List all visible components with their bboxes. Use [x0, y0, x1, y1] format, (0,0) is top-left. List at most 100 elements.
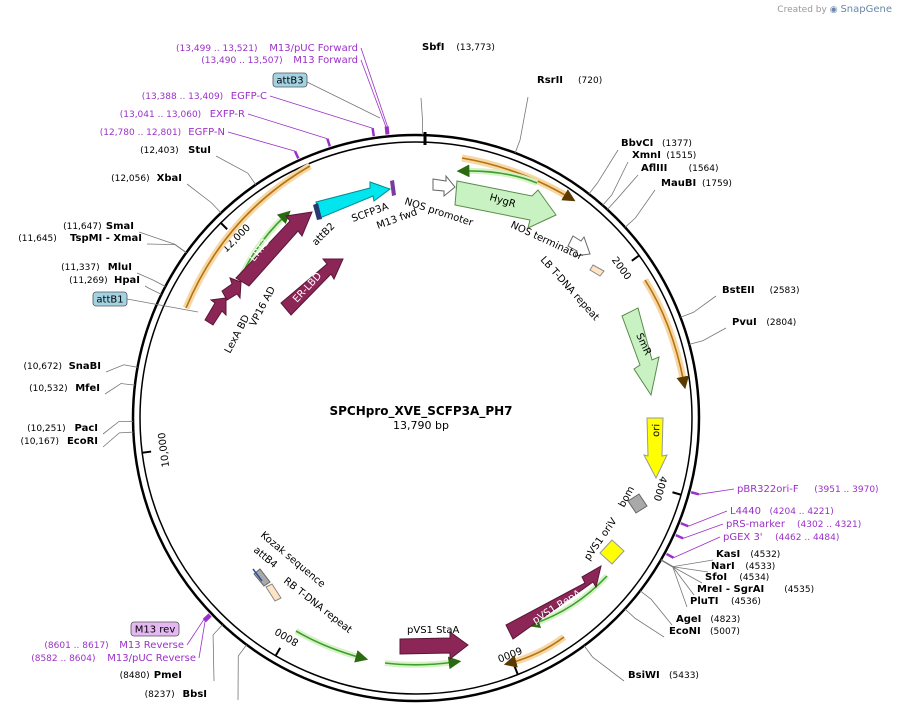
restriction-site[interactable]: AgeI(4823)	[676, 614, 740, 625]
restriction-site[interactable]: SnaBI(10,672)	[23, 361, 101, 372]
primer[interactable]: M13/pUC Forward(13,499 .. 13,521)	[176, 43, 358, 54]
boxed-feature-label[interactable]: M13 rev	[130, 621, 180, 637]
primer-bind-mark	[665, 552, 675, 559]
feature-nos-promoter[interactable]	[432, 174, 456, 198]
restriction-site[interactable]: BstEII(2583)	[722, 285, 800, 296]
restriction-site[interactable]: PvuI(2804)	[732, 317, 796, 328]
primer[interactable]: M13 Forward(13,490 .. 13,507)	[201, 55, 358, 66]
primer-name: pRS-marker	[726, 519, 786, 530]
feature-ert2[interactable]	[235, 211, 313, 287]
primer[interactable]: M13 Reverse(8601 .. 8617)	[44, 640, 184, 651]
boxed-label-bg	[272, 72, 308, 88]
primer-leader	[682, 523, 724, 539]
feature-nos-terminator[interactable]	[567, 235, 591, 257]
site-name: BbsI	[183, 689, 207, 700]
primer[interactable]: EXFP-R(13,041 .. 13,060)	[120, 109, 245, 120]
primer-name: M13/pUC Reverse	[107, 653, 196, 664]
site-leader	[212, 624, 223, 682]
restriction-site[interactable]: HpaI(11,269)	[69, 275, 140, 286]
boxed-feature-label[interactable]: attB1	[92, 291, 128, 307]
site-name: MluI	[108, 262, 132, 273]
site-coord: (11,269)	[69, 276, 108, 286]
primer-leader	[698, 488, 735, 495]
restriction-site[interactable]: BbvCI(1377)	[621, 138, 692, 149]
label-attb2: attB2	[310, 221, 337, 248]
restriction-site[interactable]: XmnI(1515)	[632, 150, 696, 161]
restriction-site[interactable]: EcoNI(5007)	[669, 626, 740, 637]
site-coord: (4533)	[745, 562, 775, 572]
credit-brand: SnapGene	[840, 4, 892, 15]
label-lb-repeat: LB T-DNA repeat	[538, 255, 601, 324]
tick-mark	[142, 450, 152, 454]
restriction-site[interactable]: RsrII(720)	[537, 75, 602, 86]
boxed-feature-label[interactable]: attB3	[272, 72, 308, 88]
primer-leader	[673, 536, 721, 559]
feature-hygr[interactable]	[454, 180, 557, 229]
site-name: SbfI	[422, 42, 444, 53]
site-name: StuI	[188, 145, 211, 156]
site-leader	[237, 644, 247, 701]
feature-attb4[interactable]	[253, 568, 271, 587]
restriction-site[interactable]: SbfI(13,773)	[422, 42, 495, 53]
site-name: KasI	[716, 549, 740, 560]
primer-coord: (4204 .. 4221)	[770, 507, 834, 517]
restriction-site[interactable]: NarI(4533)	[711, 561, 775, 572]
restriction-site[interactable]: BbsI(8237)	[145, 689, 207, 700]
green-arc-rb-outer	[294, 628, 363, 661]
restriction-site[interactable]: TspMI - XmaI(11,645)	[18, 233, 142, 244]
feature-scfp3a[interactable]	[315, 181, 392, 219]
label-lexa-bd: LexA BD	[223, 313, 253, 355]
primer[interactable]: M13/pUC Reverse(8582 .. 8604)	[31, 653, 196, 664]
restriction-site[interactable]: XbaI(12,056)	[111, 173, 182, 184]
feature-rb-repeat[interactable]	[265, 583, 282, 602]
feature-vp16-ad[interactable]	[221, 277, 242, 301]
primer[interactable]: EGFP-C(13,388 .. 13,409)	[142, 91, 267, 102]
plasmid-name: SPCHpro_XVE_SCFP3A_PH7	[329, 404, 512, 419]
site-name: MfeI	[75, 383, 100, 394]
feature-attb2[interactable]	[313, 203, 322, 220]
feature-lexa-bd[interactable]	[204, 297, 227, 326]
restriction-site[interactable]: PluTI(4536)	[690, 596, 761, 607]
restriction-site[interactable]: PacI(10,251)	[27, 423, 98, 434]
feature-er-lbd[interactable]	[280, 258, 344, 316]
restriction-site[interactable]: MreI - SgrAI(4535)	[697, 584, 814, 595]
primer[interactable]: pRS-marker(4302 .. 4321)	[726, 519, 861, 530]
restriction-site[interactable]: AflIII(1564)	[641, 163, 719, 174]
restriction-site[interactable]: PmeI(8480)	[120, 670, 182, 681]
restriction-site[interactable]: SmaI(11,647)	[63, 221, 134, 232]
boxed-label-text: attB1	[96, 295, 123, 306]
green-arc-repa	[526, 575, 608, 629]
restriction-site[interactable]: EcoRI(10,167)	[20, 436, 98, 447]
restriction-site[interactable]: BsiWI(5433)	[628, 670, 699, 681]
restriction-site[interactable]: SfoI(4534)	[705, 572, 769, 583]
feature-smr[interactable]	[621, 307, 660, 397]
feature-bom[interactable]	[627, 493, 648, 514]
site-leader	[215, 155, 257, 185]
feature-kozak[interactable]	[252, 568, 263, 582]
restriction-site[interactable]: MfeI(10,532)	[29, 383, 100, 394]
site-leader	[680, 295, 717, 318]
primer[interactable]: EGFP-N(12,780 .. 12,801)	[100, 127, 225, 138]
primer-name: EGFP-N	[188, 127, 225, 138]
site-leader	[602, 161, 629, 206]
feature-lb-repeat[interactable]	[589, 264, 605, 277]
primer-coord: (3951 .. 3970)	[814, 485, 878, 495]
restriction-site[interactable]: KasI(4532)	[716, 549, 780, 560]
feature-pvs1-repa[interactable]	[505, 564, 602, 640]
primer[interactable]: L4440(4204 .. 4221)	[730, 506, 834, 517]
attb1-leader	[126, 298, 199, 313]
primer[interactable]: pBR322ori-F(3951 .. 3970)	[737, 484, 879, 495]
feature-ori[interactable]	[643, 417, 668, 480]
restriction-site[interactable]: MluI(11,337)	[61, 262, 132, 273]
site-coord: (720)	[578, 76, 602, 86]
site-name: XmnI	[632, 150, 661, 161]
feature-pvs1-oriv[interactable]	[599, 539, 625, 565]
restriction-site[interactable]: MauBI(1759)	[661, 178, 732, 189]
feature-m13-fwd[interactable]	[390, 180, 396, 196]
feature-pvs1-staa[interactable]	[399, 631, 469, 661]
restriction-site[interactable]: StuI(12,403)	[140, 145, 211, 156]
boxed-label-text: attB3	[276, 76, 303, 87]
primer[interactable]: pGEX 3'(4462 .. 4484)	[723, 532, 839, 543]
